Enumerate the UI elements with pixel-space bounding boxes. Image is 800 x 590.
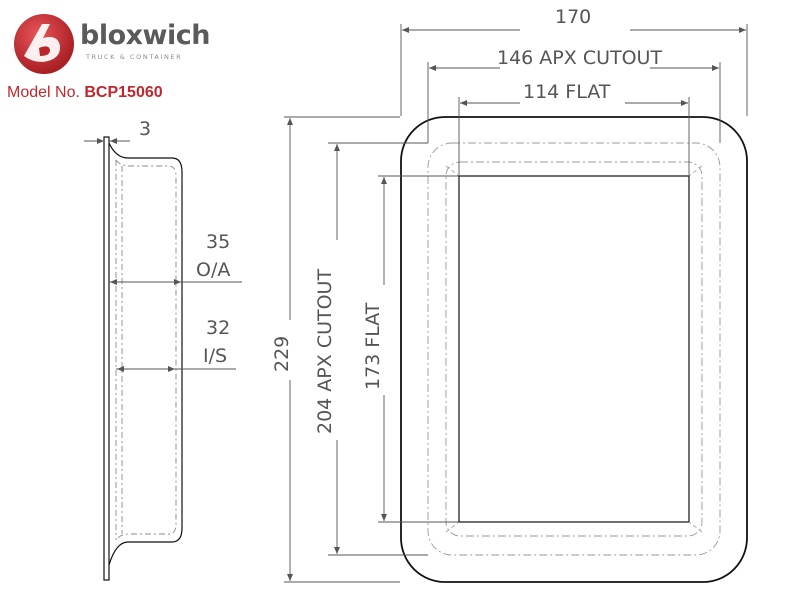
- front-pan-base: [458, 175, 690, 523]
- overall-height-label: 229: [271, 336, 293, 372]
- dim-flat-width: [458, 97, 690, 176]
- dim-overall-width: [400, 24, 748, 116]
- model-code: BCP15060: [84, 84, 163, 101]
- flat-width-label: 114 FLAT: [523, 81, 611, 103]
- dim-cutout-height: [328, 142, 428, 556]
- depth-outside-value: 35: [206, 231, 230, 253]
- brand-name: bloxwich: [80, 20, 210, 51]
- brand-logo: [12, 10, 242, 80]
- side-pan-outline: [108, 142, 183, 566]
- side-view: [103, 136, 183, 581]
- dim-overall-height: [284, 116, 400, 583]
- front-view: [400, 116, 748, 583]
- cutout-width-label: 146 APX CUTOUT: [497, 47, 662, 69]
- front-outer-flange: [400, 116, 748, 583]
- flat-height-label: 173 FLAT: [362, 302, 384, 390]
- depth-inside-value: 32: [206, 317, 230, 339]
- depth-inside-label: I/S: [203, 345, 227, 367]
- model-label: Model No.: [7, 84, 80, 101]
- side-flange: [103, 136, 110, 581]
- flange-thickness-label: 3: [139, 118, 151, 140]
- side-view-hidden: [115, 159, 177, 541]
- overall-width-label: 170: [555, 6, 591, 28]
- front-cutout-outline: [427, 142, 721, 556]
- dim-cutout-width: [427, 62, 721, 143]
- model-number: Model No. BCP15060: [7, 84, 163, 102]
- depth-outside-label: O/A: [196, 259, 230, 281]
- bloxwich-b-logo-icon: [14, 14, 74, 74]
- front-flat-outline: [445, 161, 703, 537]
- cutout-height-label: 204 APX CUTOUT: [314, 269, 336, 434]
- dim-flat-height: [378, 175, 459, 523]
- brand-tagline: TRUCK & CONTAINER: [86, 53, 183, 61]
